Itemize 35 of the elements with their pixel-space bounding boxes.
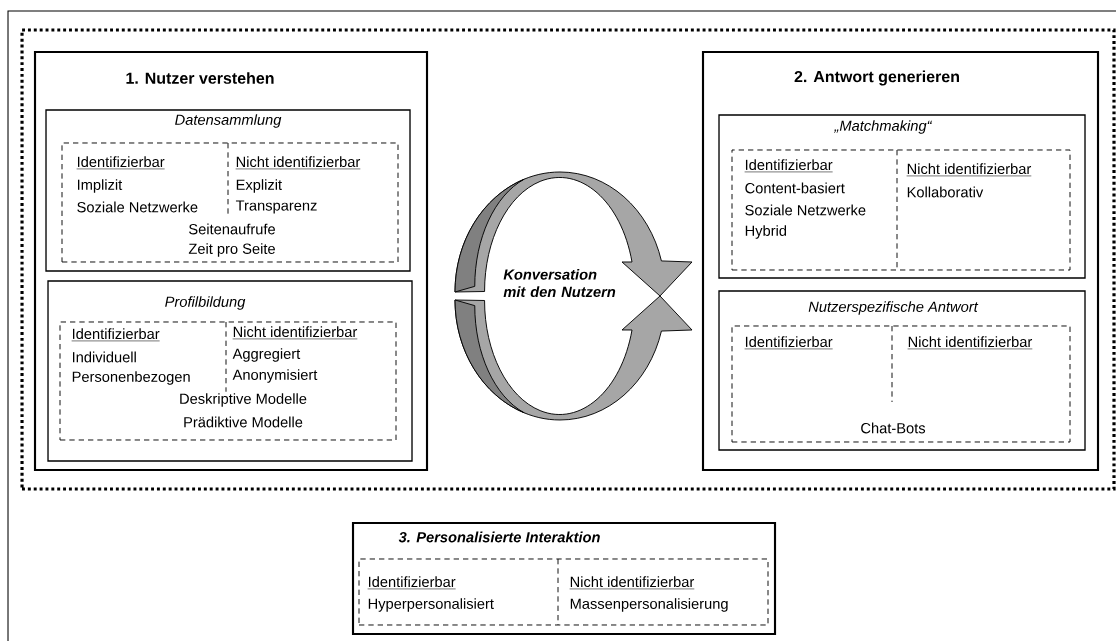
column-heading: Identifizierbar [70, 326, 161, 344]
dashed-panel [358, 558, 769, 626]
column-heading: Nicht identifizierbar [906, 334, 1034, 352]
column-heading: Identifizierbar [743, 334, 834, 352]
column-heading: Nicht identifizierbar [231, 324, 359, 342]
list-item: Soziale Netzwerke [75, 200, 200, 214]
column-heading: Nicht identifizierbar [905, 161, 1033, 179]
list-item: Prädiktive Modelle [181, 415, 305, 429]
list-item: Transparenz [234, 199, 319, 215]
column-heading: Identifizierbar [743, 157, 834, 175]
column-heading: Identifizierbar [366, 574, 457, 592]
dotted-frame [20, 28, 1116, 491]
list-item: Content-basiert [743, 181, 847, 195]
list-item: Individuell [70, 350, 139, 364]
list-item: Implizit [75, 177, 124, 195]
dashed-panel [731, 325, 1071, 443]
list-item: Hyperpersonalisiert [366, 596, 496, 614]
list-item: Soziale Netzwerke [743, 203, 868, 217]
dashed-panel [59, 321, 397, 441]
list-item: Kollaborativ [905, 185, 985, 199]
list-item: Explizit [234, 177, 284, 195]
column-heading: Nicht identifizierbar [234, 154, 362, 172]
column-heading: Identifizierbar [75, 154, 166, 172]
column-heading: Nicht identifizierbar [568, 574, 696, 592]
list-item: Zeit pro Seite [187, 241, 277, 259]
dashed-panel [61, 142, 399, 263]
list-item: Aggregiert [231, 346, 302, 364]
list-item: Deskriptive Modelle [177, 391, 309, 409]
list-item: Seitenaufrufe [187, 222, 277, 236]
dashed-panel [731, 149, 1071, 271]
list-item: Chat-Bots [859, 421, 927, 435]
list-item: Massenpersonalisierung [568, 596, 730, 614]
list-item: Personenbezogen [70, 369, 192, 387]
list-item: Anonymisiert [231, 367, 319, 385]
list-item: Hybrid [743, 223, 789, 241]
